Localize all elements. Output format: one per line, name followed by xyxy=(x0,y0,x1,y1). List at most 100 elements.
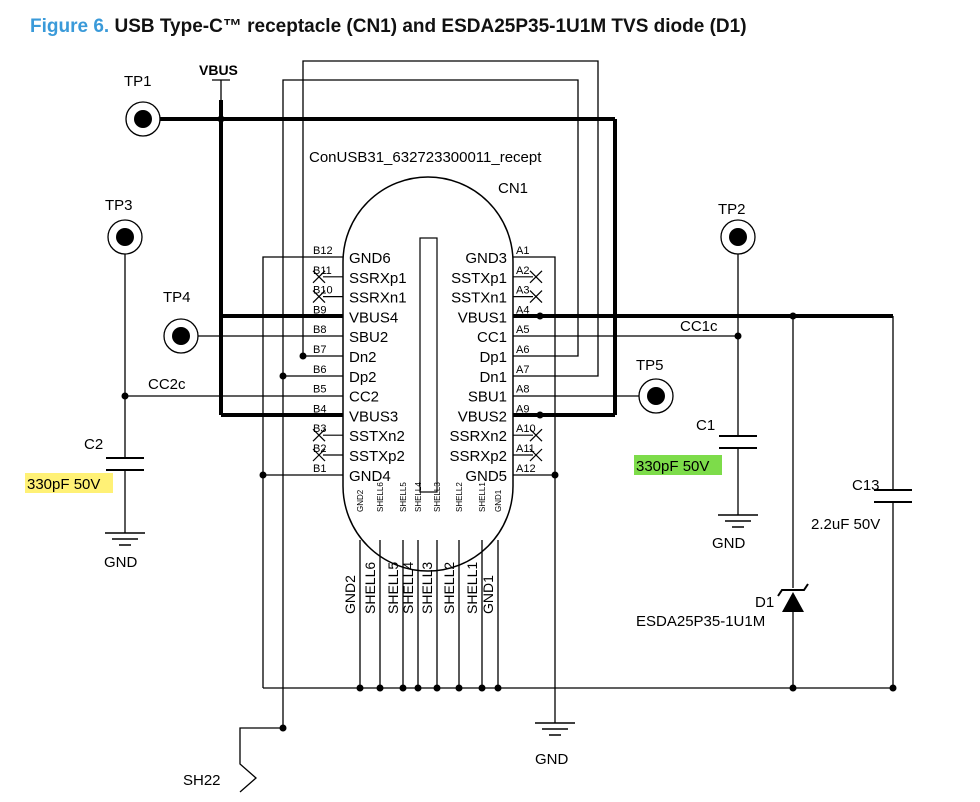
pin-number-b8: B8 xyxy=(313,324,326,336)
bottom-pin-label-shell2: SHELL2 xyxy=(441,562,457,614)
pin-name-a2: SSTXp1 xyxy=(451,270,507,287)
pin-name-a10: SSRXn2 xyxy=(449,428,507,445)
no-connect-icon xyxy=(529,448,543,462)
pin-number-a2: A2 xyxy=(516,265,529,277)
pin-number-a9: A9 xyxy=(516,403,529,415)
bottom-pin-inner-shell1: SHELL1 xyxy=(478,482,487,512)
d1-value: ESDA25P35-1U1M xyxy=(636,613,765,630)
test-point-tp2: TP2 xyxy=(718,201,756,255)
bottom-pin-label-shell5: SHELL5 xyxy=(385,562,401,614)
junction-dots xyxy=(121,115,897,732)
ground-symbol-c2 xyxy=(105,532,145,546)
pin-name-b12: GND6 xyxy=(349,250,391,267)
c13-ref: C13 xyxy=(852,477,880,494)
pin-number-a8: A8 xyxy=(516,384,529,396)
left-pin-group: GND6B12SSRXp1B11SSRXn1B10VBUS4B9SBU2B8Dn… xyxy=(312,245,407,485)
pin-name-b6: Dp2 xyxy=(349,369,377,386)
pin-name-a4: VBUS1 xyxy=(458,309,507,326)
pin-number-a4: A4 xyxy=(516,304,529,316)
net-label-cc2c: CC2c xyxy=(148,376,186,393)
bottom-pin-inner-shell4: SHELL4 xyxy=(414,482,423,512)
figure-number: Figure 6. xyxy=(30,16,110,37)
figure-caption: USB Type-C™ receptacle (CN1) and ESDA25P… xyxy=(114,16,747,37)
connector-part-name: ConUSB31_632723300011_recept xyxy=(309,149,542,166)
pin-name-a11: SSRXp2 xyxy=(449,448,507,465)
bottom-pin-label-shell6: SHELL6 xyxy=(362,562,378,614)
pin-name-b7: Dn2 xyxy=(349,349,377,366)
pin-number-b1: B1 xyxy=(313,463,326,475)
bottom-pin-inner-shell6: SHELL6 xyxy=(376,482,385,512)
pin-name-a9: VBUS2 xyxy=(458,408,507,425)
pin-name-b11: SSRXp1 xyxy=(349,270,407,287)
pin-name-b8: SBU2 xyxy=(349,329,388,346)
ground-symbol-c1 xyxy=(718,514,758,528)
bottom-pin-label-gnd2: GND2 xyxy=(342,575,358,614)
no-connect-icon xyxy=(529,270,543,284)
tp2-label: TP2 xyxy=(718,201,746,218)
no-connect-icon xyxy=(312,290,326,304)
no-connect-icon xyxy=(529,428,543,442)
bottom-pin-label-gnd1: GND1 xyxy=(480,575,496,614)
pin-name-a1: GND3 xyxy=(465,250,507,267)
gnd-label-main: GND xyxy=(535,751,569,768)
capacitor-c13: C13 2.2uF 50V xyxy=(811,477,912,533)
pin-name-b4: VBUS3 xyxy=(349,408,398,425)
bottom-pin-inner-gnd1: GND1 xyxy=(494,489,503,512)
no-connect-icon xyxy=(312,428,326,442)
pin-name-a7: Dn1 xyxy=(479,369,507,386)
connector-body xyxy=(342,176,514,572)
net-label-cc1c: CC1c xyxy=(680,318,718,335)
test-point-tp5: TP5 xyxy=(636,357,674,414)
pin-number-b11: B11 xyxy=(313,265,332,277)
capacitor-c1: C1 330pF 50V xyxy=(634,417,757,475)
test-point-tp4: TP4 xyxy=(163,289,199,354)
pin-number-b9: B9 xyxy=(313,304,326,316)
bottom-pin-inner-shell3: SHELL3 xyxy=(433,482,442,512)
c2-value: 330pF 50V xyxy=(27,476,100,493)
pin-number-b10: B10 xyxy=(313,285,333,297)
pin-name-b9: VBUS4 xyxy=(349,309,398,326)
bottom-pin-group: GND2GND2SHELL6SHELL6SHELL5SHELL5SHELL4SH… xyxy=(342,482,503,614)
c2-value-highlight xyxy=(25,473,113,493)
pin-name-a6: Dp1 xyxy=(479,349,507,366)
tp3-label: TP3 xyxy=(105,197,133,214)
pin-number-a12: A12 xyxy=(516,463,536,475)
connector-ref: CN1 xyxy=(498,180,528,197)
figure-title: Figure 6. USB Type-C™ receptacle (CN1) a… xyxy=(30,16,747,38)
pin-name-b2: SSTXp2 xyxy=(349,448,405,465)
pin-number-a7: A7 xyxy=(516,364,529,376)
pin-number-a11: A11 xyxy=(516,443,535,455)
pin-name-a5: CC1 xyxy=(477,329,507,346)
pin-number-a6: A6 xyxy=(516,344,529,356)
net-label-vbus: VBUS xyxy=(199,62,238,78)
no-connect-icon xyxy=(312,448,326,462)
test-point-tp3: TP3 xyxy=(105,197,143,255)
pin-number-b6: B6 xyxy=(313,364,326,376)
wires xyxy=(124,60,894,793)
pin-number-a5: A5 xyxy=(516,324,529,336)
pin-number-b7: B7 xyxy=(313,344,326,356)
bottom-pin-label-shell4: SHELL4 xyxy=(400,562,416,614)
gnd-label-c1: GND xyxy=(712,535,746,552)
no-connect-icon xyxy=(529,290,543,304)
bottom-pin-inner-shell2: SHELL2 xyxy=(455,482,464,512)
shield-net-label: SH22 xyxy=(183,772,221,789)
bottom-pin-inner-shell5: SHELL5 xyxy=(399,482,408,512)
c1-value-highlight xyxy=(634,455,722,475)
pin-number-a3: A3 xyxy=(516,285,529,297)
pin-number-b5: B5 xyxy=(313,384,326,396)
test-point-tp1: TP1 xyxy=(124,73,165,137)
c13-value: 2.2uF 50V xyxy=(811,516,880,533)
pin-number-a1: A1 xyxy=(516,245,529,257)
no-connect-icon xyxy=(312,270,326,284)
tp4-label: TP4 xyxy=(163,289,191,306)
tvs-diode-d1: D1 ESDA25P35-1U1M xyxy=(636,583,809,630)
ground-symbol-main xyxy=(535,722,575,736)
bottom-pin-label-shell1: SHELL1 xyxy=(464,562,480,614)
pin-name-b5: CC2 xyxy=(349,389,379,406)
tp5-label: TP5 xyxy=(636,357,664,374)
bottom-pin-label-shell3: SHELL3 xyxy=(419,562,435,614)
pin-name-b10: SSRXn1 xyxy=(349,290,407,307)
